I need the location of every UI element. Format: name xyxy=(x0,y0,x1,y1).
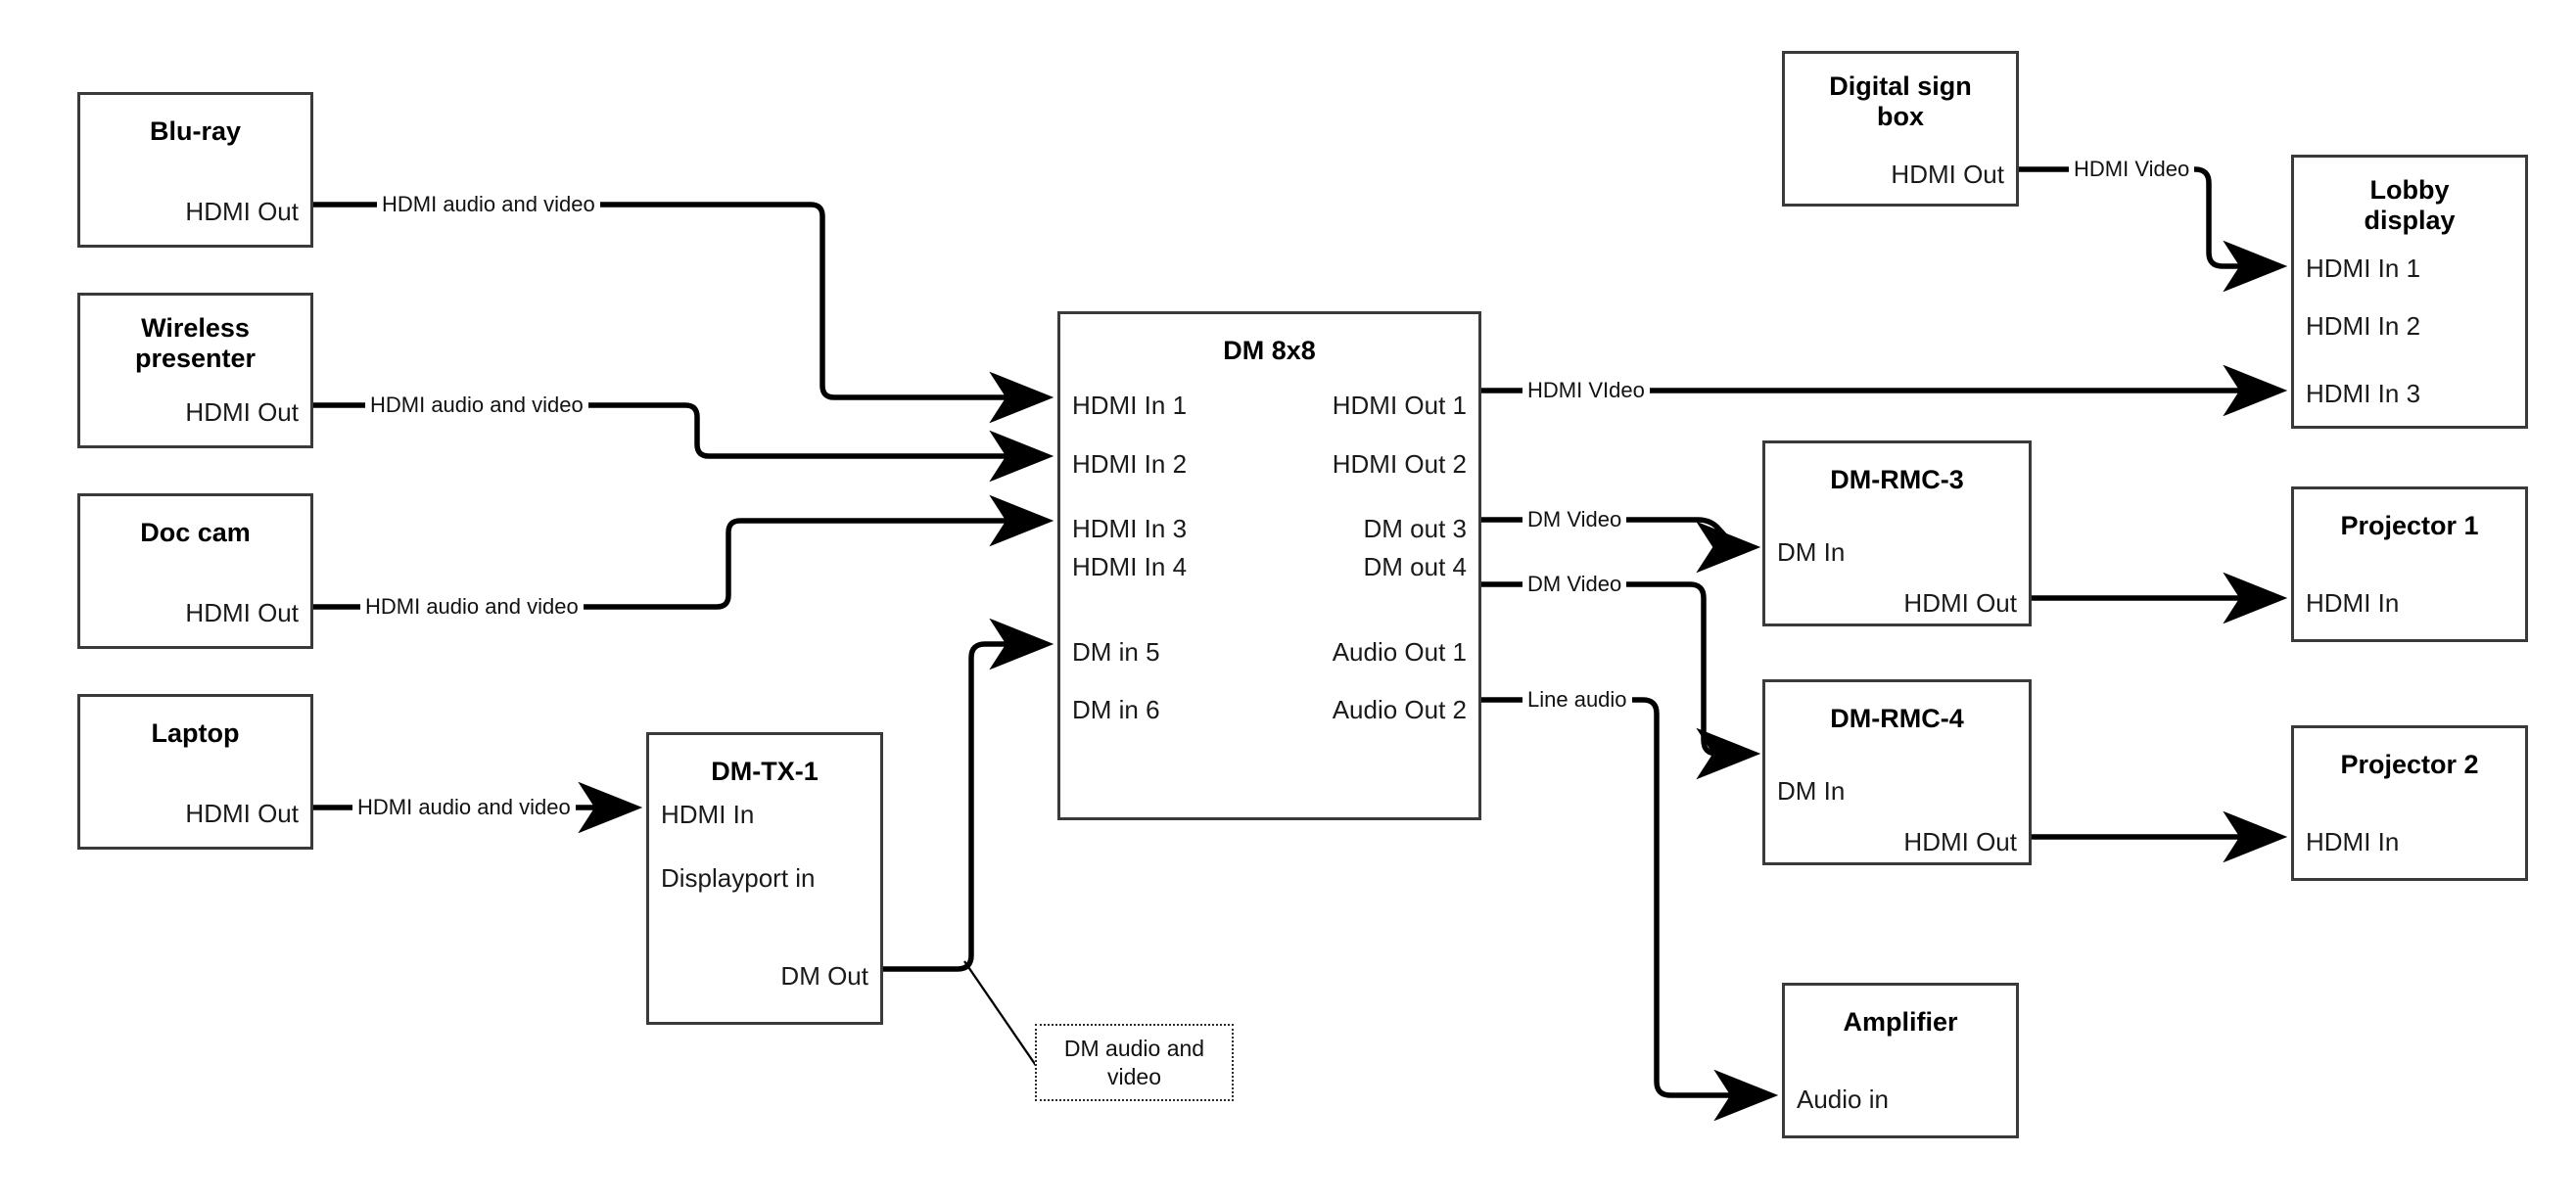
node-dm-8x8[interactable]: DM 8x8 HDMI In 1 HDMI In 2 HDMI In 3 HDM… xyxy=(1057,311,1481,820)
wire-audioout1-to-amp xyxy=(1481,697,1779,1122)
wire-label-bluray-to-in1: HDMI audio and video xyxy=(377,194,600,215)
node-dm-8x8-title: DM 8x8 xyxy=(1223,336,1316,365)
wire-label-audioout1-to-amp: Line audio xyxy=(1522,689,1632,711)
node-dm-8x8-input-hdmi-in-3: HDMI In 3 xyxy=(1072,514,1188,543)
node-dm-rmc-3-port-hdmi-out: HDMI Out xyxy=(1903,588,2017,618)
wire-label-hdmiout1-to-lobby3: HDMI VIdeo xyxy=(1522,380,1650,401)
wire-label-laptop-to-dmtx1: HDMI audio and video xyxy=(352,797,576,818)
node-dm-8x8-input-hdmi-in-1: HDMI In 1 xyxy=(1072,391,1188,420)
node-dm-8x8-output-hdmi-out-1: HDMI Out 1 xyxy=(1332,391,1467,420)
node-dm-rmc-3-port-dm-in: DM In xyxy=(1777,537,1846,567)
wire-dmtx1-to-in5 xyxy=(883,618,1054,972)
node-laptop-title: Laptop xyxy=(151,718,240,748)
node-projector-1-port-hdmi-in: HDMI In xyxy=(2306,588,2400,618)
node-dm-8x8-input-dm-in-5: DM in 5 xyxy=(1072,637,1160,667)
node-amplifier[interactable]: Amplifier Audio in xyxy=(1782,983,2019,1138)
node-wireless-presenter-port-hdmi-out: HDMI Out xyxy=(185,397,299,427)
node-lobby-display-port-hdmi-in-2: HDMI In 2 xyxy=(2306,311,2421,341)
node-lobby-display-port-hdmi-in-1: HDMI In 1 xyxy=(2306,254,2421,283)
node-amplifier-title: Amplifier xyxy=(1843,1007,1958,1037)
node-dm-8x8-output-hdmi-out-2: HDMI Out 2 xyxy=(1332,449,1467,479)
node-bluray[interactable]: Blu-ray HDMI Out xyxy=(77,92,313,248)
node-projector-2-port-hdmi-in: HDMI In xyxy=(2306,827,2400,856)
wire-label-wireless-to-in2: HDMI audio and video xyxy=(365,394,588,416)
node-projector-2[interactable]: Projector 2 HDMI In xyxy=(2291,725,2528,881)
node-dm-rmc-4-port-hdmi-out: HDMI Out xyxy=(1903,827,2017,856)
node-dm-8x8-output-dm-out-4: DM out 4 xyxy=(1363,552,1468,581)
wire-label-doccam-to-in3: HDMI audio and video xyxy=(360,596,584,618)
node-projector-1[interactable]: Projector 1 HDMI In xyxy=(2291,486,2528,642)
node-dm-8x8-output-dm-out-3: DM out 3 xyxy=(1363,514,1468,543)
node-dm-rmc-4-port-dm-in: DM In xyxy=(1777,776,1846,806)
node-bluray-title: Blu-ray xyxy=(149,116,242,146)
wire-bluray-to-in1 xyxy=(313,202,1054,424)
node-dm-rmc-3[interactable]: DM-RMC-3 DM In HDMI Out xyxy=(1762,440,2032,626)
node-doc-cam[interactable]: Doc cam HDMI Out xyxy=(77,493,313,649)
wire-dmout4-to-rmc4 xyxy=(1481,581,1761,780)
node-dm-8x8-input-hdmi-in-4: HDMI In 4 xyxy=(1072,552,1188,581)
node-dm-8x8-input-hdmi-in-2: HDMI In 2 xyxy=(1072,449,1188,479)
node-dm-rmc-4-title: DM-RMC-4 xyxy=(1830,704,1964,733)
node-doc-cam-title: Doc cam xyxy=(140,518,251,547)
node-dm-8x8-output-audio-out-1: Audio Out 1 xyxy=(1332,637,1467,667)
node-digital-sign-box-port-hdmi-out: HDMI Out xyxy=(1891,160,2004,189)
node-amplifier-port-audio-in: Audio in xyxy=(1797,1085,1889,1114)
node-dm-rmc-3-title: DM-RMC-3 xyxy=(1830,465,1964,494)
wire-label-dmout3-to-rmc3: DM Video xyxy=(1522,509,1627,531)
node-dm-tx-1-port-displayport-in: Displayport in xyxy=(661,863,816,893)
node-dm-tx-1-port-hdmi-in: HDMI In xyxy=(661,800,755,829)
node-projector-2-title: Projector 2 xyxy=(2340,750,2479,779)
node-dm-rmc-4[interactable]: DM-RMC-4 DM In HDMI Out xyxy=(1762,679,2032,865)
wire-label-dmout4-to-rmc4: DM Video xyxy=(1522,574,1627,595)
node-dm-tx-1[interactable]: DM-TX-1 HDMI In Displayport in DM Out xyxy=(646,732,883,1025)
wire-callout-leader xyxy=(963,960,1038,1068)
node-projector-1-title: Projector 1 xyxy=(2340,511,2479,540)
node-dm-8x8-input-dm-in-6: DM in 6 xyxy=(1072,695,1160,724)
node-dm-tx-1-title: DM-TX-1 xyxy=(711,757,819,786)
node-bluray-port-hdmi-out: HDMI Out xyxy=(185,197,299,226)
node-lobby-display-port-hdmi-in-3: HDMI In 3 xyxy=(2306,379,2421,408)
node-laptop[interactable]: Laptop HDMI Out xyxy=(77,694,313,850)
node-laptop-port-hdmi-out: HDMI Out xyxy=(185,799,299,828)
node-dm-tx-1-port-dm-out: DM Out xyxy=(780,961,868,991)
node-dm-8x8-output-audio-out-2: Audio Out 2 xyxy=(1332,695,1467,724)
node-doc-cam-port-hdmi-out: HDMI Out xyxy=(185,598,299,627)
wire-label-sign-to-lobby1: HDMI Video xyxy=(2069,159,2195,180)
